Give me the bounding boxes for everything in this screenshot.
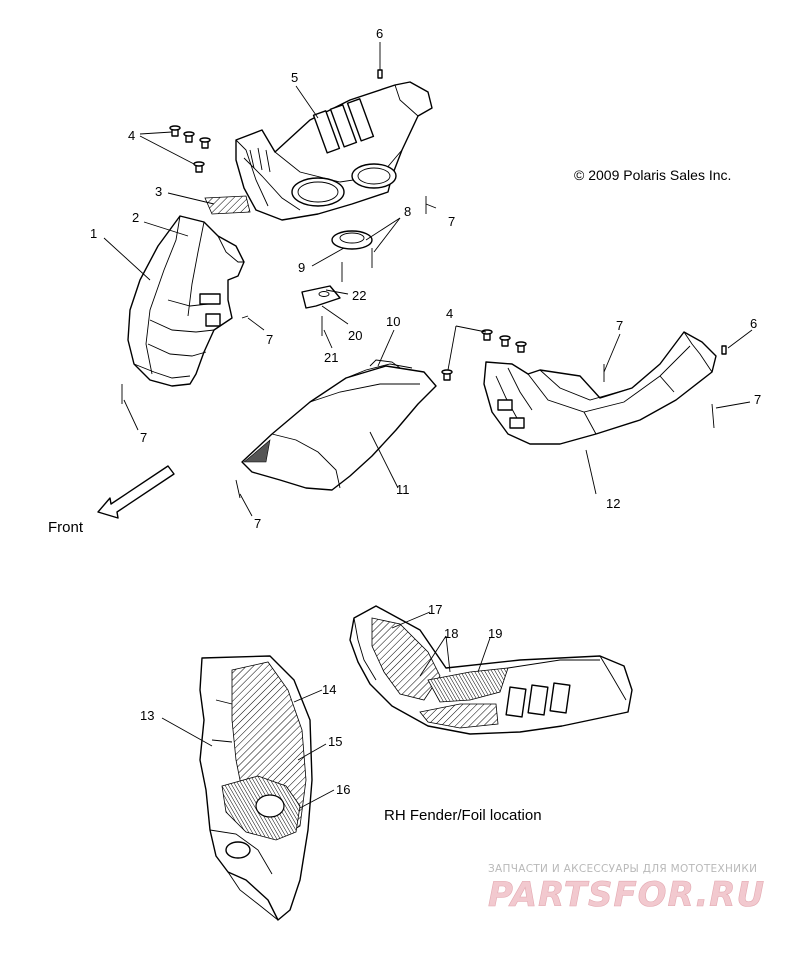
callout-21: 21 [324, 350, 338, 365]
callout-15: 15 [328, 734, 342, 749]
callout-7: 7 [140, 430, 147, 445]
leader-lines [103, 42, 753, 809]
callout-5: 5 [291, 70, 298, 85]
callout-7: 7 [616, 318, 623, 333]
callout-17: 17 [428, 602, 442, 617]
part-17-rh-rear-fender [349, 605, 633, 735]
callout-4: 4 [446, 306, 453, 321]
front-label: Front [48, 519, 84, 536]
callout-3: 3 [155, 184, 162, 199]
watermark-tagline: ЗАПЧАСТИ И АКСЕССУАРЫ ДЛЯ МОТОТЕХНИКИ [488, 863, 757, 875]
part-1-left-fender [127, 215, 245, 387]
callout-20: 20 [348, 328, 362, 343]
part-13-rh-front-fender [199, 655, 313, 921]
callout-6: 6 [750, 316, 757, 331]
part-11-side-panel [241, 359, 437, 491]
callout-7: 7 [754, 392, 761, 407]
copyright-notice: © 2009 Polaris Sales Inc. [574, 167, 731, 183]
watermark-brand: PARTSFOR.RU [488, 875, 765, 915]
callout-2: 2 [132, 210, 139, 225]
callout-18: 18 [444, 626, 458, 641]
part-9-grommet [331, 230, 373, 250]
callout-1: 1 [90, 226, 97, 241]
callout-4: 4 [128, 128, 135, 143]
callout-16: 16 [336, 782, 350, 797]
part-5-upper-fender [235, 81, 433, 221]
clip-fastener-group-right [441, 329, 527, 381]
callout-22: 22 [352, 288, 366, 303]
callout-8: 8 [404, 204, 411, 219]
clip-fastener-group-upper [169, 125, 211, 173]
callout-7: 7 [448, 214, 455, 229]
part-20-bracket [301, 285, 341, 309]
rh-fender-foil-caption: RH Fender/Foil location [384, 807, 542, 824]
callout-6: 6 [376, 26, 383, 41]
callout-9: 9 [298, 260, 305, 275]
watermark-logo: ЗАПЧАСТИ И АКСЕССУАРЫ ДЛЯ МОТОТЕХНИКИ PA… [488, 863, 765, 915]
callout-14: 14 [322, 682, 336, 697]
callout-10: 10 [386, 314, 400, 329]
callout-7: 7 [266, 332, 273, 347]
callout-11: 11 [396, 482, 410, 497]
callout-12: 12 [606, 496, 620, 511]
part-12-right-fender [483, 331, 717, 445]
callout-7: 7 [254, 516, 261, 531]
part-3-pad [204, 195, 251, 215]
front-direction-arrow-icon [97, 465, 175, 519]
callout-13: 13 [140, 708, 154, 723]
callout-19: 19 [488, 626, 502, 641]
callout-labels: 1 2 3 4 5 6 7 7 7 7 7 7 8 9 10 11 12 4 6… [90, 26, 761, 797]
